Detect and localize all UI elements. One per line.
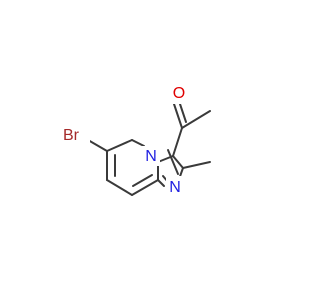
bond (132, 174, 153, 187)
bond (131, 139, 145, 147)
atom-br: Br (60, 124, 90, 146)
bond (167, 149, 179, 175)
atom-br-label: Br (63, 127, 80, 144)
bond (157, 179, 165, 187)
molecule-structure: Br N N O (60, 82, 211, 196)
bond-layer (87, 103, 211, 196)
bond (106, 139, 133, 152)
bond (172, 155, 184, 169)
bond (131, 179, 159, 196)
structure-canvas: Br N N O (60, 82, 211, 196)
atom-o: O (170, 82, 188, 104)
bond (173, 103, 183, 129)
atom-n-imid: N (166, 176, 184, 196)
atom-o-label: O (173, 85, 185, 102)
atom-labels: Br N N O (60, 82, 188, 196)
atom-n-bridge: N (142, 146, 160, 166)
bond (179, 103, 187, 123)
atom-n-bridge-label: N (145, 148, 157, 165)
bond (181, 110, 211, 129)
bond (172, 127, 183, 157)
bond (182, 161, 211, 169)
atom-n-imid-label: N (169, 179, 181, 196)
bond (106, 179, 133, 196)
bond (87, 139, 108, 152)
